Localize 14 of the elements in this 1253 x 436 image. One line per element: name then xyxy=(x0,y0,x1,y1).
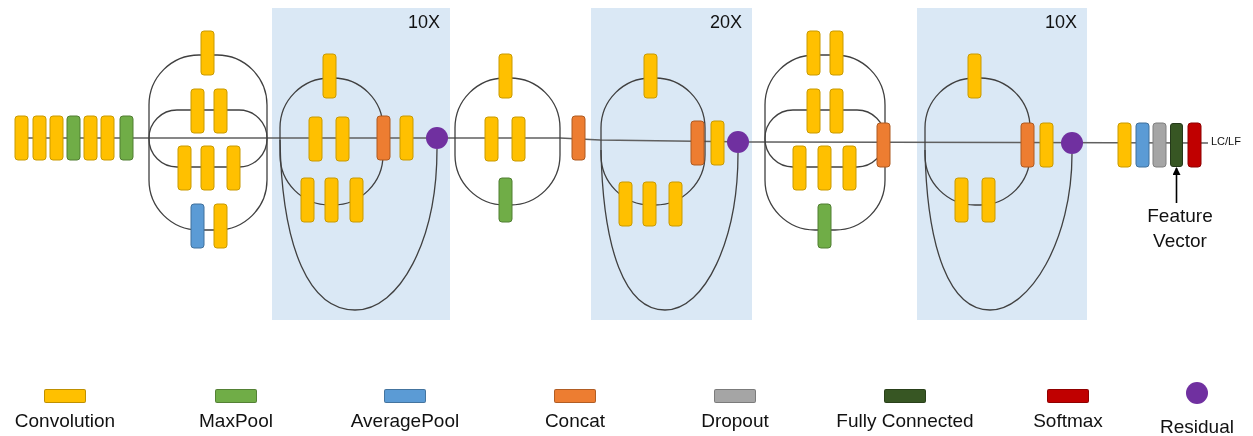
repeat-count: 10X xyxy=(1044,12,1077,33)
repeat-count: 10X xyxy=(407,12,440,33)
legend-label: AveragePool xyxy=(349,410,461,432)
output-label: LC/LF xyxy=(1211,135,1241,147)
repeat-count: 20X xyxy=(709,12,742,33)
legend-label: Dropout xyxy=(700,410,770,432)
legend-label: MaxPool xyxy=(198,410,274,432)
legend-label: Fully Connected xyxy=(835,410,975,432)
highlight-band xyxy=(917,8,1087,320)
legend-label: Concat xyxy=(543,410,607,432)
layer-block xyxy=(1170,123,1183,167)
legend-label: Convolution xyxy=(13,410,117,432)
annotation-text: Feature Vector xyxy=(1135,203,1225,253)
arrow xyxy=(1172,167,1181,204)
